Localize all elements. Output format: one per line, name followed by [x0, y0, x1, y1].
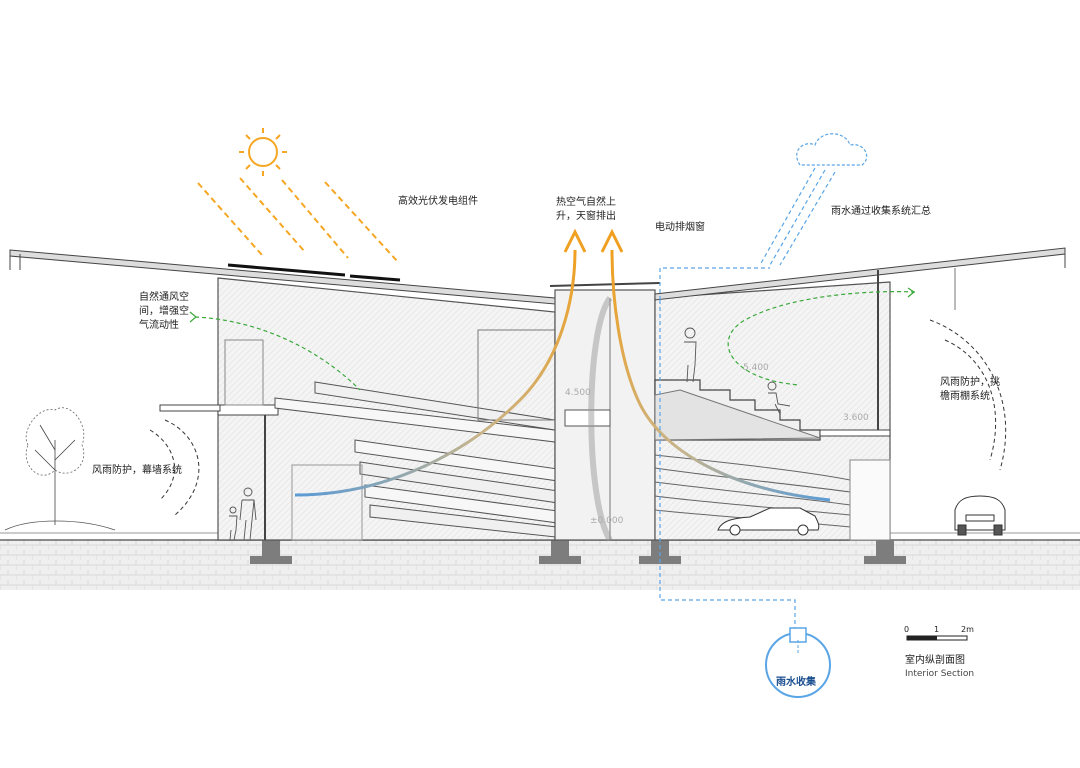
rain-path: [659, 167, 836, 630]
label-hot-air: 热空气自然上 升，天窗排出: [556, 196, 616, 224]
label-natural-ventilation-line1: 自然通风空: [139, 292, 189, 303]
drawing-title-cn: 室内纵剖面图: [905, 655, 965, 666]
elevation-0000: ±0.000: [590, 516, 624, 526]
label-rain-tank: 雨水收集: [776, 677, 816, 688]
label-natural-ventilation-line3: 气流动性: [139, 320, 179, 331]
scale-bar: 0 1 2m: [904, 625, 974, 641]
person-icon: [229, 327, 791, 541]
scale-tick-2m: 2m: [961, 625, 974, 634]
central-core: [549, 282, 661, 542]
wind-protection-arcs: [149, 319, 1007, 516]
hot-air-flow: [294, 228, 831, 502]
cloud-icon: [796, 133, 868, 166]
elevation-markers: 4.500 5.400 3.600 ±0.000: [565, 363, 869, 526]
natural-ventilation-flow: [189, 287, 916, 391]
label-smoke-window: 电动排烟窗: [655, 222, 705, 233]
label-pv-panels: 高效光伏发电组件: [398, 196, 478, 207]
tree-icon: [4, 407, 116, 531]
label-natural-ventilation-line2: 间，增强空: [139, 306, 189, 317]
left-volume: [9, 249, 566, 541]
label-wind-protection-right: 风雨防护，挑 檐雨棚系统: [940, 376, 1000, 404]
label-hot-air-line1: 热空气自然上: [556, 197, 616, 208]
label-wind-protection-right-line1: 风雨防护，挑: [940, 377, 1000, 388]
rain-tank-icon: [765, 627, 831, 698]
label-wind-protection-left: 风雨防护，幕墙系统: [92, 465, 182, 476]
label-hot-air-line2: 升，天窗排出: [556, 211, 616, 222]
sun-icon: [239, 128, 287, 176]
label-wind-protection-right-line2: 檐雨棚系统: [940, 391, 990, 402]
scale-tick-1: 1: [934, 625, 939, 634]
sun-rays: [197, 177, 399, 263]
elevation-3600: 3.600: [843, 413, 869, 423]
elevation-4500: 4.500: [565, 388, 591, 398]
label-natural-ventilation: 自然通风空 间，增强空 气流动性: [139, 291, 189, 333]
right-volume: [654, 247, 1066, 541]
drawing-title-en: Interior Section: [905, 669, 975, 679]
car-icon: [717, 495, 1006, 536]
ground: [0, 532, 1080, 590]
scale-tick-0: 0: [904, 625, 909, 634]
label-rain-collection: 雨水通过收集系统汇总: [831, 206, 931, 217]
elevation-5400: 5.400: [743, 363, 769, 373]
